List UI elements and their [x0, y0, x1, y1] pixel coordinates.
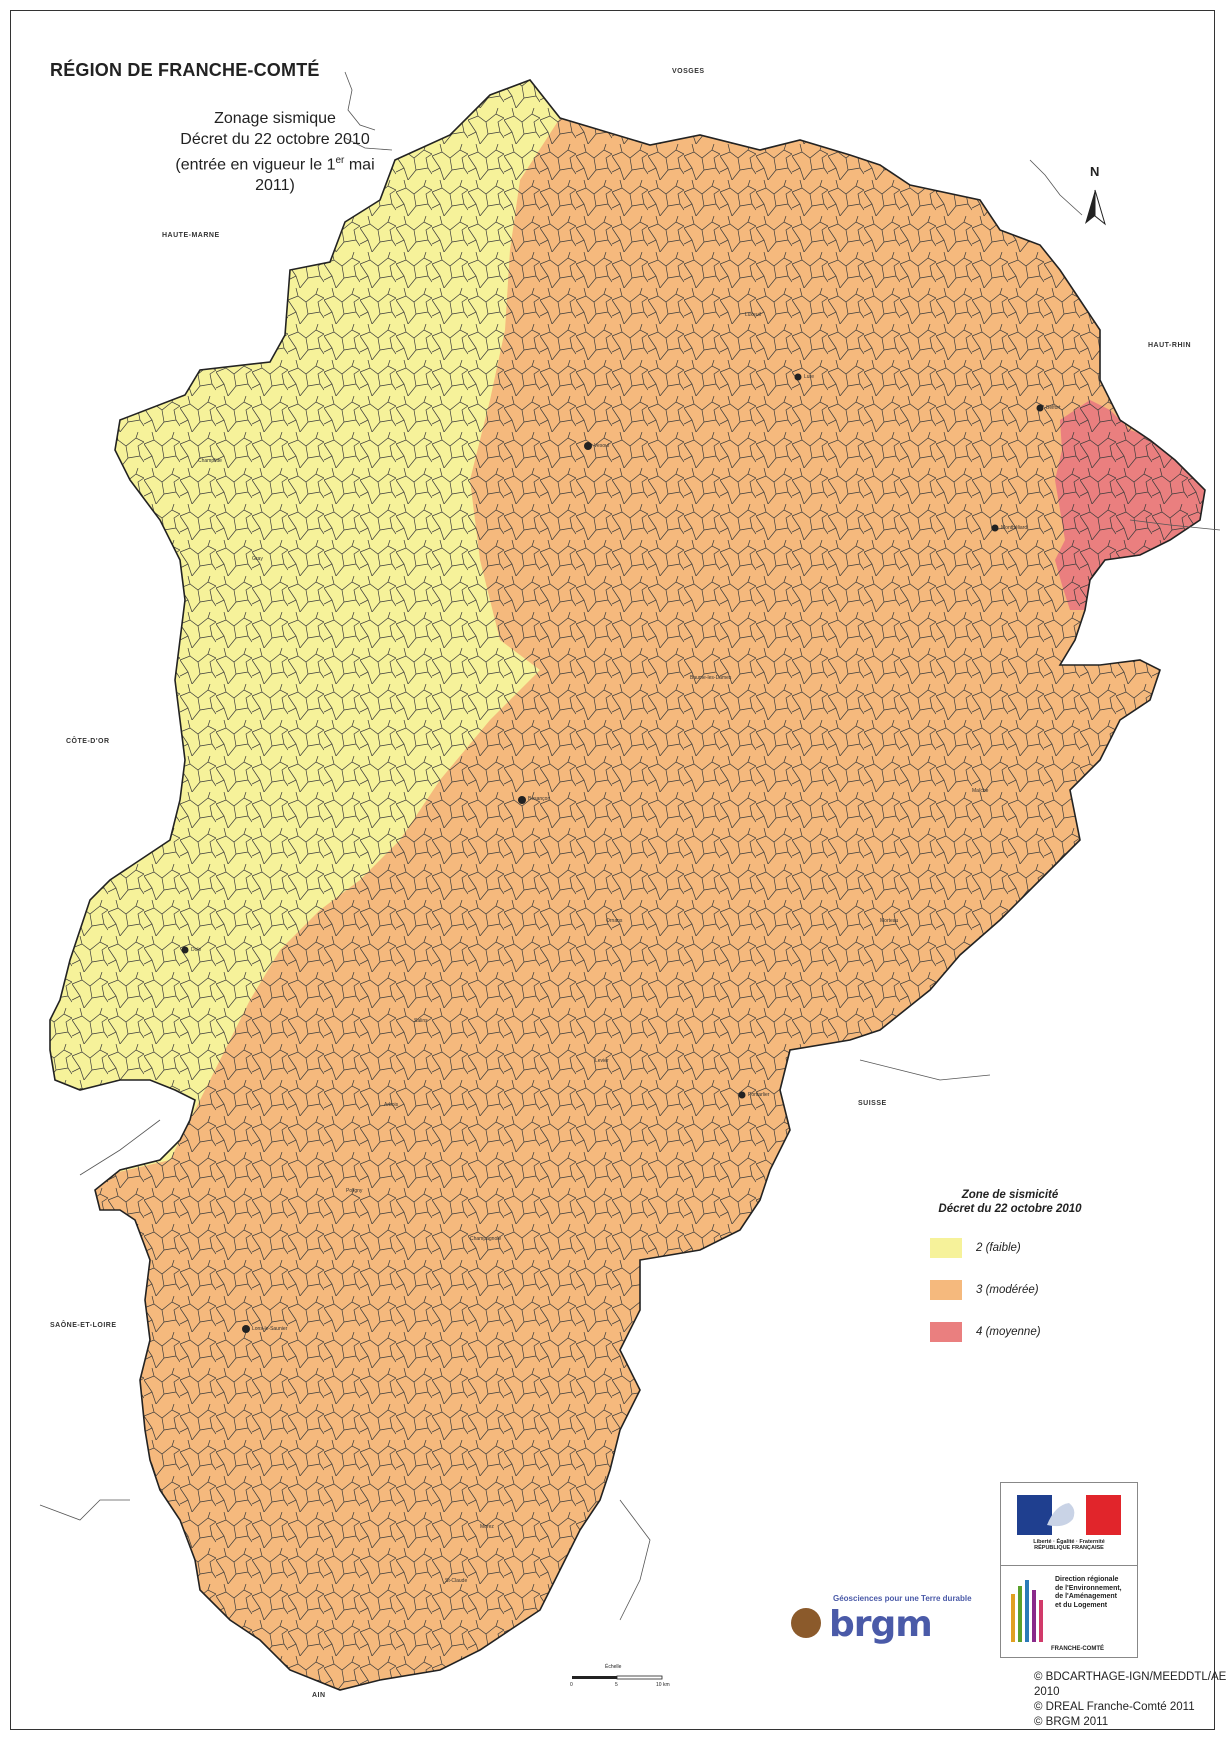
city-gray: Gray	[252, 556, 263, 562]
legend-item-zone-3: 3 (modérée)	[930, 1280, 1140, 1300]
brgm-logo: Géosciences pour une Terre durable brgm	[785, 1590, 985, 1650]
dreal-text: Direction régionale de l'Environnement, …	[1055, 1576, 1135, 1610]
brgm-tagline: Géosciences pour une Terre durable	[833, 1594, 972, 1603]
city-saint-claude: St-Claude	[445, 1578, 468, 1584]
marker-belfort	[1036, 404, 1044, 412]
city-vesoul: Vesoul	[594, 443, 610, 449]
city-levier: Levier	[595, 1058, 609, 1064]
legend-label-zone-4: 4 (moyenne)	[976, 1326, 1041, 1338]
dreal-block: Direction régionale de l'Environnement, …	[1001, 1565, 1137, 1658]
marker-dole	[181, 946, 189, 954]
city-lons: Lons-le-Saunier	[252, 1326, 288, 1332]
city-pontarlier: Pontarlier	[748, 1092, 770, 1098]
dreal-line-3: de l'Aménagement	[1055, 1593, 1117, 1600]
marker-lure	[794, 373, 802, 381]
subtitle-line-3-sup: er	[335, 155, 345, 166]
city-champagnole: Champagnole	[470, 1236, 502, 1242]
subtitle-line-3: (entrée en vigueur le 1er mai 2011)	[160, 150, 390, 196]
city-montbeliard: Montbéliard	[1001, 525, 1028, 531]
subtitle-line-1: Zonage sismique	[214, 110, 336, 127]
marker-lons	[242, 1325, 250, 1333]
north-label: N	[1090, 164, 1100, 179]
label-saone-et-loire: SAÔNE-ET-LOIRE	[50, 1322, 117, 1329]
subtitle-line-3-post: mai 2011)	[255, 156, 375, 195]
brgm-wordmark: brgm	[829, 1604, 933, 1645]
legend-swatch-zone-4	[930, 1322, 962, 1342]
city-maiche: Maîche	[972, 788, 989, 794]
subtitle-line-3-pre: (entrée en vigueur le 1	[175, 156, 336, 174]
devise-text: Liberté · Égalité · Fraternité	[1033, 1539, 1105, 1545]
legend-item-zone-4: 4 (moyenne)	[930, 1322, 1140, 1342]
map-subtitle: Zonage sismique Décret du 22 octobre 201…	[160, 108, 390, 196]
label-ain: AIN	[312, 1692, 326, 1699]
dreal-stripes-icon	[1011, 1580, 1043, 1642]
legend-swatch-zone-3	[930, 1280, 962, 1300]
city-dole: Dole	[191, 947, 202, 953]
city-baume: Baume-les-Dames	[690, 675, 732, 681]
scale-tick-0: 0	[570, 1682, 573, 1688]
city-morteau: Morteau	[880, 918, 899, 924]
city-morez: Morez	[480, 1524, 494, 1530]
subtitle-line-2: Décret du 22 octobre 2010	[180, 131, 370, 148]
dreal-line-1: Direction régionale	[1055, 1576, 1119, 1583]
legend-title-line-1: Zone de sismicité	[961, 1189, 1059, 1201]
republique-text: Liberté · Égalité · Fraternité RÉPUBLIQU…	[1011, 1539, 1127, 1551]
dreal-line-4: et du Logement	[1055, 1601, 1108, 1609]
map-title: RÉGION DE FRANCHE-COMTÉ	[50, 60, 320, 80]
legend-item-zone-2: 2 (faible)	[930, 1238, 1140, 1258]
legend-title: Zone de sismicité Décret du 22 octobre 2…	[880, 1188, 1140, 1216]
credit-line-1: © BDCARTHAGE-IGN/MEEDDTL/AE 2010	[1034, 1671, 1227, 1698]
dreal-line-2: de l'Environnement,	[1055, 1584, 1122, 1592]
label-cote-dor: CÔTE-D'OR	[66, 738, 110, 745]
dreal-region: FRANCHE-COMTÉ	[1051, 1646, 1104, 1652]
city-arbois: Arbois	[384, 1102, 399, 1108]
city-besancon: Besançon	[528, 796, 551, 802]
marker-pontarlier	[738, 1091, 746, 1099]
scale-tick-5: 5	[615, 1682, 618, 1688]
external-borders	[39, 71, 1221, 1621]
brgm-dot-icon	[791, 1608, 821, 1638]
legend: Zone de sismicité Décret du 22 octobre 2…	[880, 1188, 1140, 1342]
label-haut-rhin: HAUT-RHIN	[1148, 342, 1191, 349]
legend-title-line-2: Décret du 22 octobre 2010	[938, 1203, 1082, 1215]
scale-label: Échelle	[605, 1664, 622, 1670]
city-belfort: Belfort	[1046, 405, 1061, 411]
scale-bar	[572, 1675, 663, 1680]
city-ornans: Ornans	[606, 918, 623, 924]
credit-line-3: © BRGM 2011	[1034, 1716, 1109, 1728]
marker-besancon	[518, 796, 526, 804]
marker-montbeliard	[991, 524, 999, 532]
scale-tick-10: 10 km	[656, 1682, 670, 1688]
city-lure: Lure	[804, 374, 815, 380]
city-markers	[181, 373, 1044, 1333]
city-salins: Salins	[414, 1018, 428, 1024]
city-luxeuil: Luxeuil	[745, 312, 761, 318]
label-haute-marne: HAUTE-MARNE	[162, 232, 220, 239]
marker-vesoul	[584, 442, 592, 450]
republique-name: RÉPUBLIQUE FRANÇAISE	[1034, 1545, 1104, 1551]
north-arrow	[1085, 189, 1106, 226]
city-champlitte: Champlitte	[198, 458, 222, 464]
legend-swatch-zone-2	[930, 1238, 962, 1258]
republique-dreal-logo: Liberté · Égalité · Fraternité RÉPUBLIQU…	[1000, 1482, 1138, 1658]
label-vosges: VOSGES	[672, 68, 705, 75]
credits: © BDCARTHAGE-IGN/MEEDDTL/AE 2010 © DREAL…	[1034, 1670, 1227, 1730]
credit-line-2: © DREAL Franche-Comté 2011	[1034, 1701, 1195, 1713]
label-suisse: SUISSE	[858, 1100, 887, 1107]
marianne-flag-icon	[1017, 1495, 1121, 1535]
legend-label-zone-3: 3 (modérée)	[976, 1284, 1039, 1296]
legend-label-zone-2: 2 (faible)	[976, 1242, 1021, 1254]
city-poligny: Poligny	[346, 1188, 363, 1194]
